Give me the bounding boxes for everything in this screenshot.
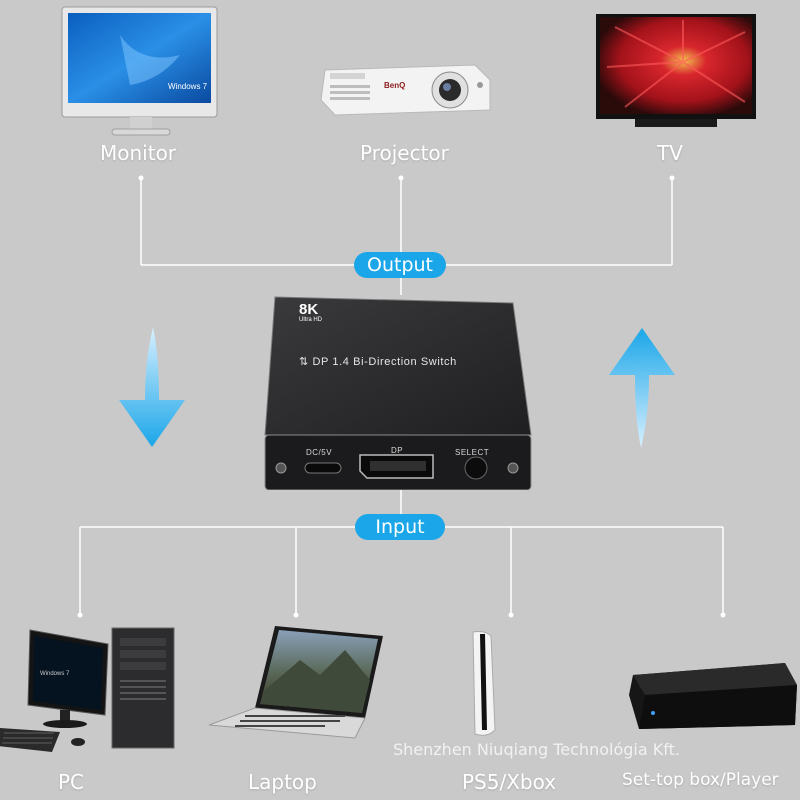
- port-dp-label: DP: [391, 446, 404, 455]
- windows-logo-text: Windows 7: [168, 82, 208, 91]
- badge-ultra-hd: Ultra HD: [299, 317, 323, 323]
- pc-label: PC: [58, 770, 85, 794]
- tv-label: TV: [657, 141, 683, 165]
- projector-label: Projector: [360, 141, 449, 165]
- badge-8k: 8K: [299, 301, 319, 318]
- device-title: ⇅ DP 1.4 Bi-Direction Switch: [299, 355, 457, 368]
- ps5-image: [472, 631, 496, 736]
- projector-brand: BenQ: [384, 81, 406, 90]
- dp-switch-device: 8K Ultra HD ⇅ DP 1.4 Bi-Direction Switch…: [263, 295, 533, 490]
- device-title-text: DP 1.4 Bi-Direction Switch: [312, 356, 457, 368]
- laptop-label: Laptop: [248, 770, 317, 794]
- input-badge: Input: [355, 514, 445, 540]
- port-dc-label: DC/5V: [306, 448, 333, 457]
- tv-image: [596, 14, 756, 127]
- watermark: Shenzhen Niuqiang Technológia Kft.: [393, 740, 680, 759]
- port-select-label: SELECT: [455, 448, 490, 457]
- monitor-label: Monitor: [100, 141, 177, 165]
- ps5-xbox-label: PS5/Xbox: [462, 770, 557, 794]
- arrow-up-icon: [609, 328, 675, 448]
- output-badge: Output: [354, 252, 446, 278]
- laptop-image: [208, 626, 383, 739]
- svg-text:Windows 7: Windows 7: [40, 671, 70, 677]
- monitor-image: [61, 6, 218, 136]
- pc-image: Windows 7: [0, 627, 175, 752]
- set-top-box-image: [629, 663, 797, 729]
- bidirection-icon: ⇅: [299, 356, 313, 368]
- projector-image: [320, 64, 491, 116]
- arrow-down-icon: [119, 327, 185, 447]
- switch-body-shape: [264, 296, 532, 490]
- set-top-box-label: Set-top box/Player: [622, 770, 779, 790]
